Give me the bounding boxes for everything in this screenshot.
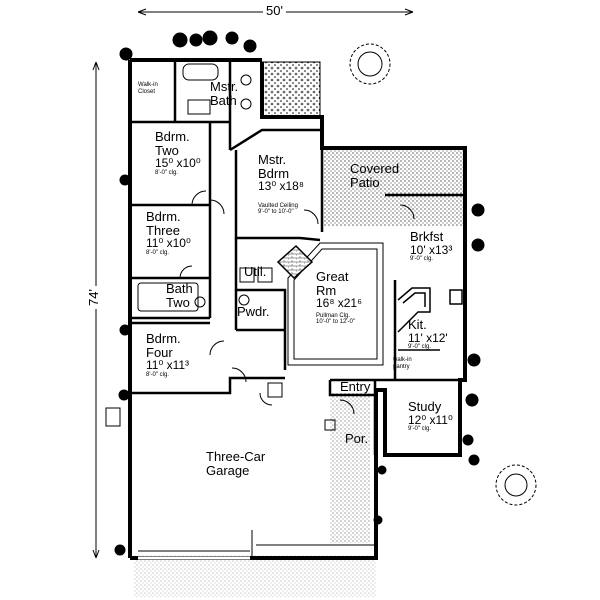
bdrm-two-name-2: Two [155,142,179,158]
brkfst-name: Brkfst [410,229,444,244]
pwdr-label: Pwdr. [237,304,270,319]
covered-patio-name-1: Covered [350,161,400,176]
kit-name: Kit. [408,317,427,332]
mstr-bdrm-label: Mstr. Bdrm 13⁰ x18⁸ Vaulted Ceiling 9'-0… [258,153,304,216]
great-rm-size: 16⁸ x21⁶ [316,296,363,311]
covered-patio-label: Covered Patio [350,162,399,189]
study-label: Study 12⁰ x11⁰ 9'-0" clg. [408,400,453,433]
bath-fixtures [137,63,273,312]
bdrm-three-ceiling: 8'-0" clg. [146,249,169,256]
great-rm-ceiling-1: Pullman Clg. [316,312,351,319]
mstr-bath-name-2: Bath [210,92,237,108]
bdrm-four-ceiling: 8'-0" clg. [146,371,169,378]
bdrm-two-label: Bdrm. Two 15⁰ x10⁰ 8'-0" clg. [155,130,201,176]
interior-walls [130,62,465,455]
mstr-bdrm-size: 13⁰ x18⁸ [258,179,304,194]
planter-bed [261,61,321,118]
kit-label: Kit. 11' x12' 9'-0" clg. [408,318,448,351]
patio-texture [322,148,465,226]
mstr-bath-name-1: Mstr. [210,79,239,94]
bdrm-four-name-2: Four [146,344,173,360]
mstr-bath-label: Mstr. Bath [210,80,238,107]
walk-in-closet-name-2: Closet [138,88,156,95]
bdrm-four-size: 11⁰ x11³ [146,358,190,373]
bdrm-two-size: 15⁰ x10⁰ [155,156,201,171]
driveway-edge [134,555,376,597]
bdrm-three-size: 11⁰ x10⁰ [146,236,191,251]
kit-size: 11' x12' [408,330,448,345]
study-ceiling: 9'-0" clg. [408,426,431,433]
bdrm-three-name-1: Bdrm. [146,209,181,224]
bdrm-three-label: Bdrm. Three 11⁰ x10⁰ 8'-0" clg. [146,210,191,256]
util-label: Util. [244,264,267,279]
bdrm-three-name-2: Three [146,222,180,238]
walk-in-pantry-name-1: walk-in [393,357,412,363]
mstr-bdrm-ceiling-1: Vaulted Ceiling [258,202,298,209]
kit-ceiling: 9'-0" clg. [408,344,431,351]
mstr-bdrm-ceiling-2: 9'-0" to 10'-0" [258,209,294,216]
study-name: Study [408,399,442,414]
bdrm-four-name-1: Bdrm. [146,331,181,346]
porch-details [105,382,376,558]
trees [349,43,537,506]
mstr-bdrm-name-2: Bdrm [258,165,290,181]
por-label: Por. [345,431,369,446]
bath-two-name-2: Two [166,294,190,310]
overall-depth-label: 74' [85,286,101,309]
kitchen-counter [397,287,463,351]
walk-in-closet-name-1: Walk-in [138,82,158,88]
garage-name-2: Garage [206,462,250,478]
great-rm-label: Great Rm 16⁸ x21⁶ Pullman Clg. 10'-0" to… [316,270,362,326]
great-rm-name-1: Great [316,269,349,284]
study-size: 12⁰ x11⁰ [408,412,453,427]
great-room-ceiling-outline [287,242,384,366]
depth-dimension-line [92,61,100,559]
brkfst-ceiling: 9'-0" clg. [410,256,433,263]
brkfst-size: 10' x13³ [410,242,453,257]
walk-in-closet-label: Walk-in Closet [138,82,158,95]
walk-in-pantry-name-2: pantry [393,363,410,370]
bath-two-name-1: Bath [166,281,193,296]
brkfst-label: Brkfst 10' x13³ 9'-0" clg. [410,230,452,263]
garage-name-1: Three-Car [206,449,266,464]
bdrm-two-ceiling: 8'-0" clg. [155,169,178,176]
bdrm-two-name-1: Bdrm. [155,129,190,144]
bdrm-four-label: Bdrm. Four 11⁰ x11³ 8'-0" clg. [146,332,189,378]
garage-label: Three-Car Garage [206,450,265,477]
entry-label: Entry [340,379,371,394]
great-rm-ceiling-2: 10'-0" to 12'-0" [316,319,355,326]
fireplace [276,244,314,280]
overall-width-label: 50' [263,3,286,18]
great-rm-name-2: Rm [316,282,337,298]
covered-patio-name-2: Patio [350,174,380,190]
door-swings [179,190,415,415]
walk-in-pantry-label: walk-in pantry [393,357,412,370]
mstr-bdrm-name-1: Mstr. [258,152,287,167]
bath-two-label: Bath Two [166,282,193,309]
walkway-texture [330,393,370,543]
